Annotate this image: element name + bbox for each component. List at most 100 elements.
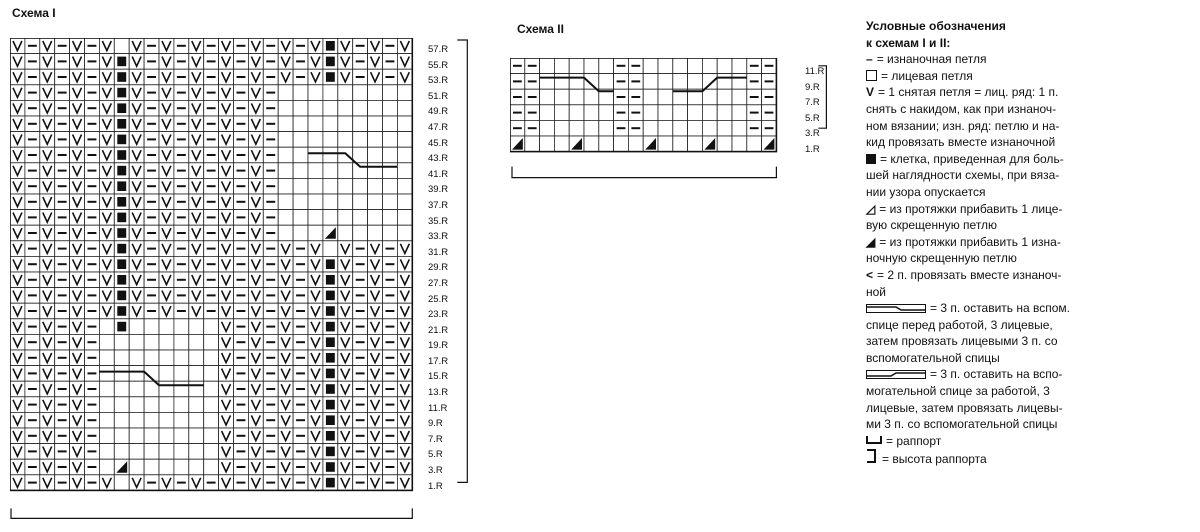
filled-square	[325, 72, 335, 82]
slip-stitch-mark	[220, 415, 232, 427]
grid-cell	[188, 458, 205, 476]
slip-stitch-mark	[220, 274, 232, 287]
grid-cell	[554, 73, 570, 90]
slip-stitch-mark	[131, 149, 142, 162]
slip-stitch-mark	[280, 383, 291, 396]
filled-square	[325, 431, 335, 441]
slip-stitch-mark	[220, 352, 232, 365]
grid-cell	[128, 458, 145, 476]
slip-stitch-mark	[220, 212, 232, 225]
slip-stitch-mark	[399, 399, 411, 412]
grid-cell	[568, 58, 585, 75]
grid-cell	[382, 193, 398, 211]
row-label: 37.R	[428, 199, 449, 211]
grid-cell	[307, 84, 324, 101]
slip-stitch-mark	[369, 71, 381, 84]
legend-line: <= 2 п. провязать вместе изнаноч-	[866, 267, 1196, 284]
slip-stitch-mark	[250, 134, 262, 147]
slip-stitch-mark	[250, 446, 262, 459]
slip-stitch-mark	[191, 134, 202, 147]
slip-stitch-mark	[71, 274, 83, 287]
slip-stitch-mark	[12, 337, 23, 349]
grid-cell	[352, 115, 369, 133]
grid-cell	[188, 411, 205, 429]
legend-line: ми 3 п. со вспомогательной спицы	[866, 416, 1196, 433]
grid-cell	[158, 411, 175, 429]
grid-cell	[188, 380, 205, 398]
filled-square	[117, 119, 127, 129]
grid-cell	[203, 396, 219, 413]
filled-square	[325, 446, 335, 457]
grid-cell	[99, 333, 115, 351]
grid-cell	[657, 135, 674, 153]
filled-square	[325, 353, 335, 363]
grid-cell	[554, 135, 570, 153]
slip-stitch-mark	[42, 368, 53, 381]
slip-stitch-mark	[191, 212, 202, 225]
grid-cell	[307, 115, 324, 133]
grid-cell	[99, 396, 115, 413]
legend-heading-2: к схемам I и II:	[866, 35, 951, 50]
slip-stitch-mark	[12, 259, 23, 271]
slip-stitch-mark	[191, 165, 202, 178]
slip-stitch-mark	[340, 383, 351, 396]
slip-stitch-mark	[369, 305, 381, 318]
slip-stitch-mark	[101, 149, 113, 162]
row-label: 47.R	[428, 121, 449, 133]
legend-text: ми 3 п. со вспомогательной спицы	[866, 417, 1058, 432]
row-label: 21.R	[428, 324, 449, 336]
grid-cell	[292, 84, 309, 101]
grid-cell	[583, 88, 600, 106]
slip-stitch-mark	[280, 56, 291, 69]
grid-cell	[716, 73, 733, 90]
slip-stitch-mark	[220, 305, 232, 318]
slip-stitch-mark	[71, 461, 83, 474]
slip-stitch-mark	[42, 337, 53, 349]
grid-cell	[277, 177, 294, 195]
grid-cell	[113, 411, 130, 429]
chart2-cells	[510, 58, 777, 153]
grid-cell	[367, 84, 383, 101]
grid-cell	[143, 411, 160, 429]
grid-cell	[554, 88, 570, 106]
slip-stitch-mark	[220, 227, 232, 240]
filled-square	[325, 321, 335, 332]
slip-stitch-mark	[220, 71, 232, 84]
grid-cell	[173, 443, 190, 460]
slip-stitch-mark	[42, 212, 53, 225]
repeat-bracket	[511, 166, 777, 179]
slip-stitch-mark	[101, 477, 113, 490]
legend-text: лицевые, затем провязать лицевы-	[866, 400, 1063, 415]
legend-line: снять с накидом, как при изнаноч-	[866, 101, 1196, 118]
slip-stitch-mark	[280, 321, 291, 334]
slip-stitch-mark	[280, 243, 291, 256]
slip-stitch-mark	[42, 87, 53, 100]
slip-stitch-mark	[220, 118, 232, 131]
slip-stitch-mark	[12, 461, 23, 474]
grid-cell	[598, 120, 615, 137]
grid-cell	[396, 115, 413, 133]
grid-cell	[583, 73, 600, 90]
slip-stitch-mark	[399, 259, 411, 271]
slip-stitch-mark	[42, 56, 53, 69]
grid-cell	[322, 115, 339, 133]
slip-stitch-mark	[399, 461, 411, 474]
filled-square	[117, 228, 127, 238]
legend-text: = 2 п. провязать вместе изнаноч-	[877, 267, 1062, 282]
filled-square	[117, 306, 127, 316]
grid-cell	[203, 458, 219, 476]
row-label: 25.R	[428, 293, 449, 305]
slip-stitch-mark	[280, 430, 291, 443]
grid-cell	[554, 120, 570, 137]
grid-cell	[701, 73, 718, 90]
slip-stitch-mark	[399, 40, 411, 53]
grid-cell	[396, 84, 413, 101]
grid-cell	[352, 209, 369, 226]
grid-cell	[337, 193, 354, 211]
slip-stitch-mark	[131, 274, 142, 287]
slip-stitch-mark	[12, 352, 23, 365]
legend-text: вую скрещенную петлю	[866, 218, 998, 233]
slip-stitch-mark	[42, 430, 53, 443]
grid-cell	[539, 73, 555, 90]
grid-cell	[382, 209, 398, 226]
